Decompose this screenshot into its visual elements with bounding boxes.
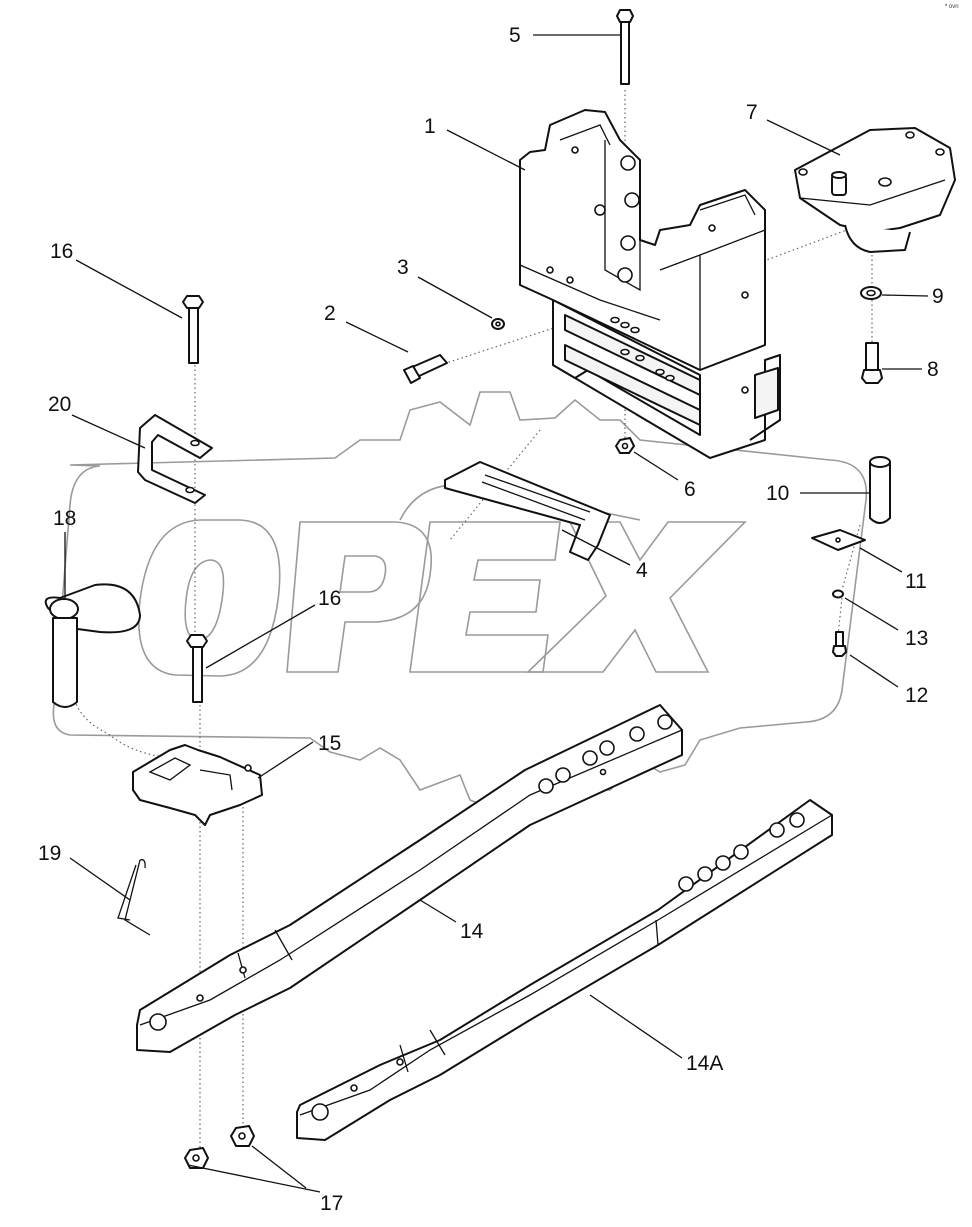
- callout-5: 5: [509, 24, 521, 47]
- callout-12: 12: [905, 684, 928, 707]
- pin-part-18: [44, 583, 141, 708]
- plate-part-4: [444, 461, 611, 561]
- clip-part-19: [117, 859, 151, 936]
- pin-part-10: [869, 456, 891, 524]
- callout-6: 6: [684, 478, 696, 501]
- opex-watermark: [52, 391, 868, 809]
- corner-mark: ª ovn: [945, 3, 959, 10]
- long-bolt-part-5: [616, 9, 634, 85]
- u-bracket-part-20: [137, 414, 213, 504]
- bolt-part-16-lower: [186, 634, 208, 703]
- callout-13: 13: [905, 627, 928, 650]
- callout-8: 8: [927, 358, 939, 381]
- callout-19: 19: [38, 842, 61, 865]
- nut-part-17-right: [230, 1125, 255, 1147]
- callout-10: 10: [766, 482, 789, 505]
- lower-link-part-14a: [296, 799, 833, 1141]
- bolt-part-12: [832, 631, 847, 657]
- bolt-part-8: [861, 342, 883, 384]
- callout-20: 20: [48, 393, 71, 416]
- callout-7: 7: [746, 101, 758, 124]
- mount-block-part-7: [794, 127, 956, 253]
- bolt-part-16-upper: [182, 295, 204, 364]
- shim-part-11: [811, 529, 866, 551]
- callout-18: 18: [53, 507, 76, 530]
- callout-11: 11: [905, 570, 927, 593]
- callout-2: 2: [324, 302, 336, 325]
- callout-1: 1: [424, 115, 436, 138]
- callout-labels: 1 2 3 4 5 6 7 8 9 10 11 12 13 14 14A 15 …: [38, 24, 944, 1215]
- washer-part-3: [491, 318, 505, 330]
- callout-16-lower: 16: [318, 587, 341, 610]
- washer-part-13: [832, 589, 844, 599]
- callout-4: 4: [636, 559, 648, 582]
- leader-lines: [64, 34, 929, 1193]
- lower-link-part-14: [136, 704, 683, 1053]
- hitch-bracket-part-1: [519, 109, 781, 459]
- callout-14a: 14A: [686, 1052, 723, 1075]
- nut-part-6: [615, 437, 635, 454]
- bolt-part-2: [403, 354, 448, 384]
- callout-17: 17: [320, 1192, 343, 1215]
- hook-part-15: [132, 744, 263, 826]
- callout-9: 9: [932, 285, 944, 308]
- callout-15: 15: [318, 732, 341, 755]
- washer-part-9: [860, 286, 882, 300]
- callout-14: 14: [460, 920, 484, 943]
- callout-16-upper: 16: [50, 240, 73, 263]
- callout-3: 3: [397, 256, 409, 279]
